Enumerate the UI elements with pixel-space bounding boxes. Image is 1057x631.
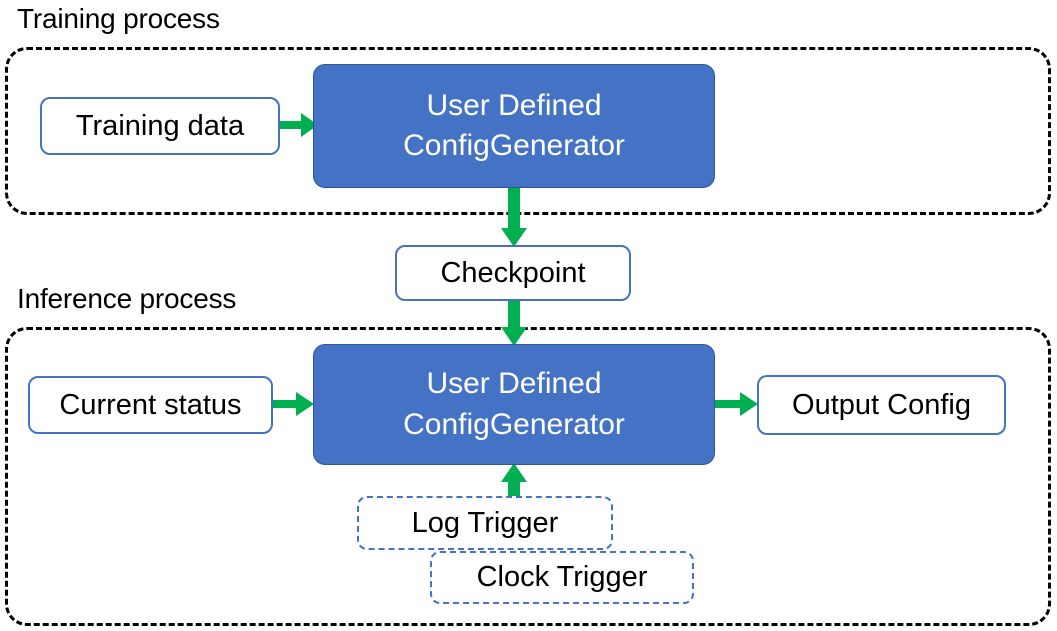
- node-output-config-label: Output Config: [792, 388, 971, 421]
- node-log-trigger-label: Log Trigger: [411, 506, 559, 539]
- arrow-config-generator-to-checkpoint: [500, 186, 528, 248]
- node-inference-config-generator-line1: User Defined: [426, 367, 602, 400]
- arrow-config-generator-to-output-config: [714, 391, 759, 417]
- node-clock-trigger[interactable]: Clock Trigger: [430, 551, 694, 604]
- node-training-user-defined-config-generator[interactable]: User Defined ConfigGenerator: [313, 64, 715, 188]
- training-process-container: [5, 47, 1051, 215]
- arrow-current-status-to-config-generator: [272, 391, 315, 417]
- node-checkpoint-label: Checkpoint: [440, 256, 586, 289]
- node-inference-user-defined-config-generator[interactable]: User Defined ConfigGenerator: [313, 344, 715, 465]
- training-process-caption: Training process: [17, 3, 220, 34]
- inference-process-caption: Inference process: [17, 283, 237, 314]
- node-clock-trigger-label: Clock Trigger: [476, 561, 648, 594]
- node-training-config-generator-line2: ConfigGenerator: [403, 129, 625, 162]
- node-training-data-label: Training data: [75, 109, 245, 142]
- node-inference-config-generator-line2: ConfigGenerator: [403, 407, 625, 441]
- node-output-config[interactable]: Output Config: [757, 375, 1006, 435]
- arrow-checkpoint-to-config-generator: [500, 299, 528, 347]
- inference-process-container: [5, 327, 1051, 626]
- node-current-status[interactable]: Current status: [28, 376, 273, 434]
- arrow-triggers-to-config-generator: [500, 463, 528, 503]
- node-current-status-label: Current status: [59, 388, 242, 421]
- node-checkpoint[interactable]: Checkpoint: [395, 245, 631, 301]
- node-training-config-generator-line1: User Defined: [426, 88, 602, 122]
- arrow-training-data-to-config-generator: [279, 112, 319, 138]
- node-training-data[interactable]: Training data: [40, 97, 280, 155]
- node-log-trigger[interactable]: Log Trigger: [357, 496, 613, 550]
